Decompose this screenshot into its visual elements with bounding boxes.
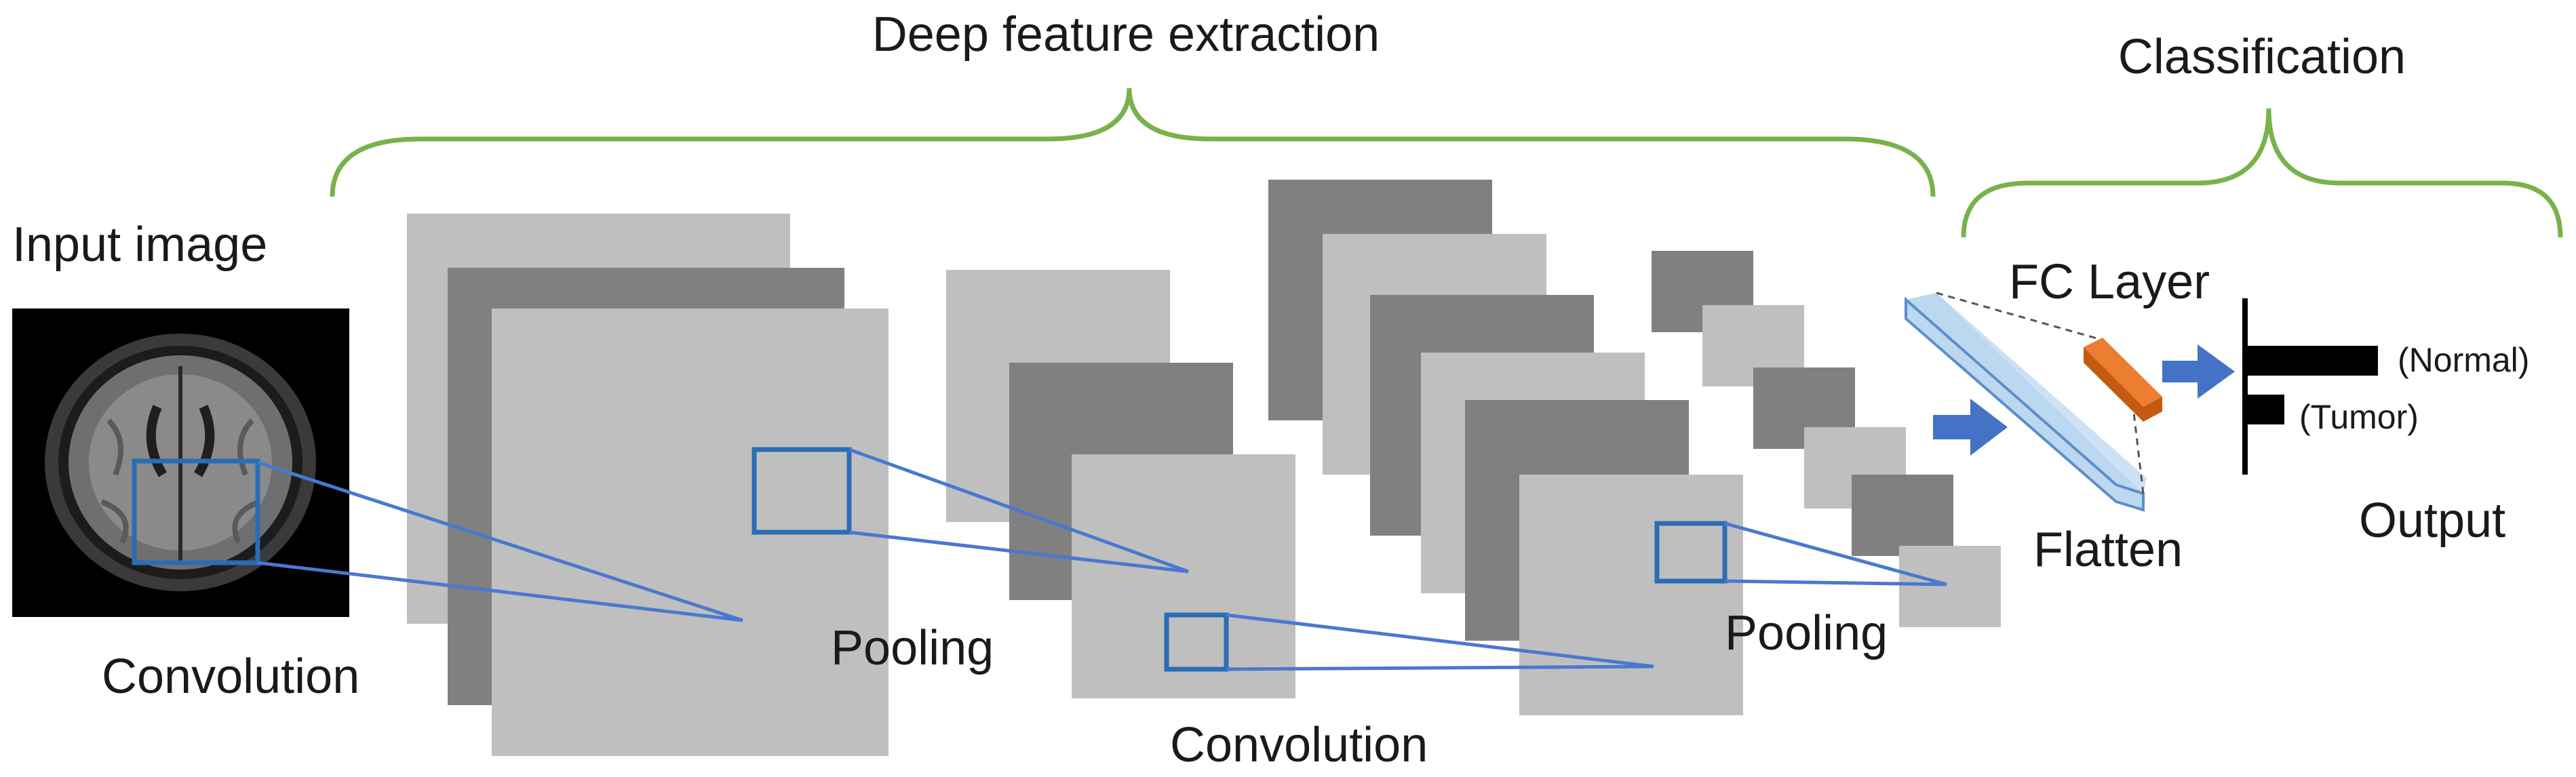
output-bar-tumor (2248, 395, 2284, 424)
feature-map-stack-4 (1652, 251, 2001, 627)
input-image-label: Input image (12, 218, 267, 272)
output-label: Output (2359, 494, 2505, 548)
feature-map-stack-2 (946, 270, 1295, 698)
flatten-layer (1905, 293, 2147, 512)
classification-title: Classification (2118, 30, 2406, 84)
connector-lines (257, 447, 1947, 671)
output-label-tumor: (Tumor) (2299, 398, 2419, 436)
deep-feature-extraction-title: Deep feature extraction (872, 7, 1380, 62)
feature-map-stack-3 (1268, 180, 1743, 715)
fc-projection-lines (1936, 292, 2145, 494)
arrow-icon (2162, 344, 2235, 399)
arrow-icon (1933, 399, 2008, 456)
classification-brace (1961, 108, 2563, 238)
brain-mri-icon (12, 308, 349, 617)
stack1-kernel-window (752, 447, 852, 535)
flatten-label: Flatten (2033, 523, 2183, 577)
pooling-label-1: Pooling (831, 621, 994, 675)
fc-layer-label: FC Layer (2009, 255, 2210, 309)
convolution-label-2: Convolution (1170, 718, 1428, 772)
output-bar-normal (2248, 346, 2378, 376)
stack2-kernel-window (1164, 612, 1229, 672)
pooling-label-2: Pooling (1725, 606, 1888, 660)
stack3-kernel-window (1654, 521, 1728, 584)
input-kernel-window (132, 458, 260, 565)
output-label-normal: (Normal) (2398, 341, 2529, 379)
fc-layer-block (2084, 338, 2162, 422)
feature-map-stack-1 (407, 214, 889, 756)
feature-extraction-brace (330, 87, 1936, 197)
convolution-label-1: Convolution (102, 650, 359, 704)
